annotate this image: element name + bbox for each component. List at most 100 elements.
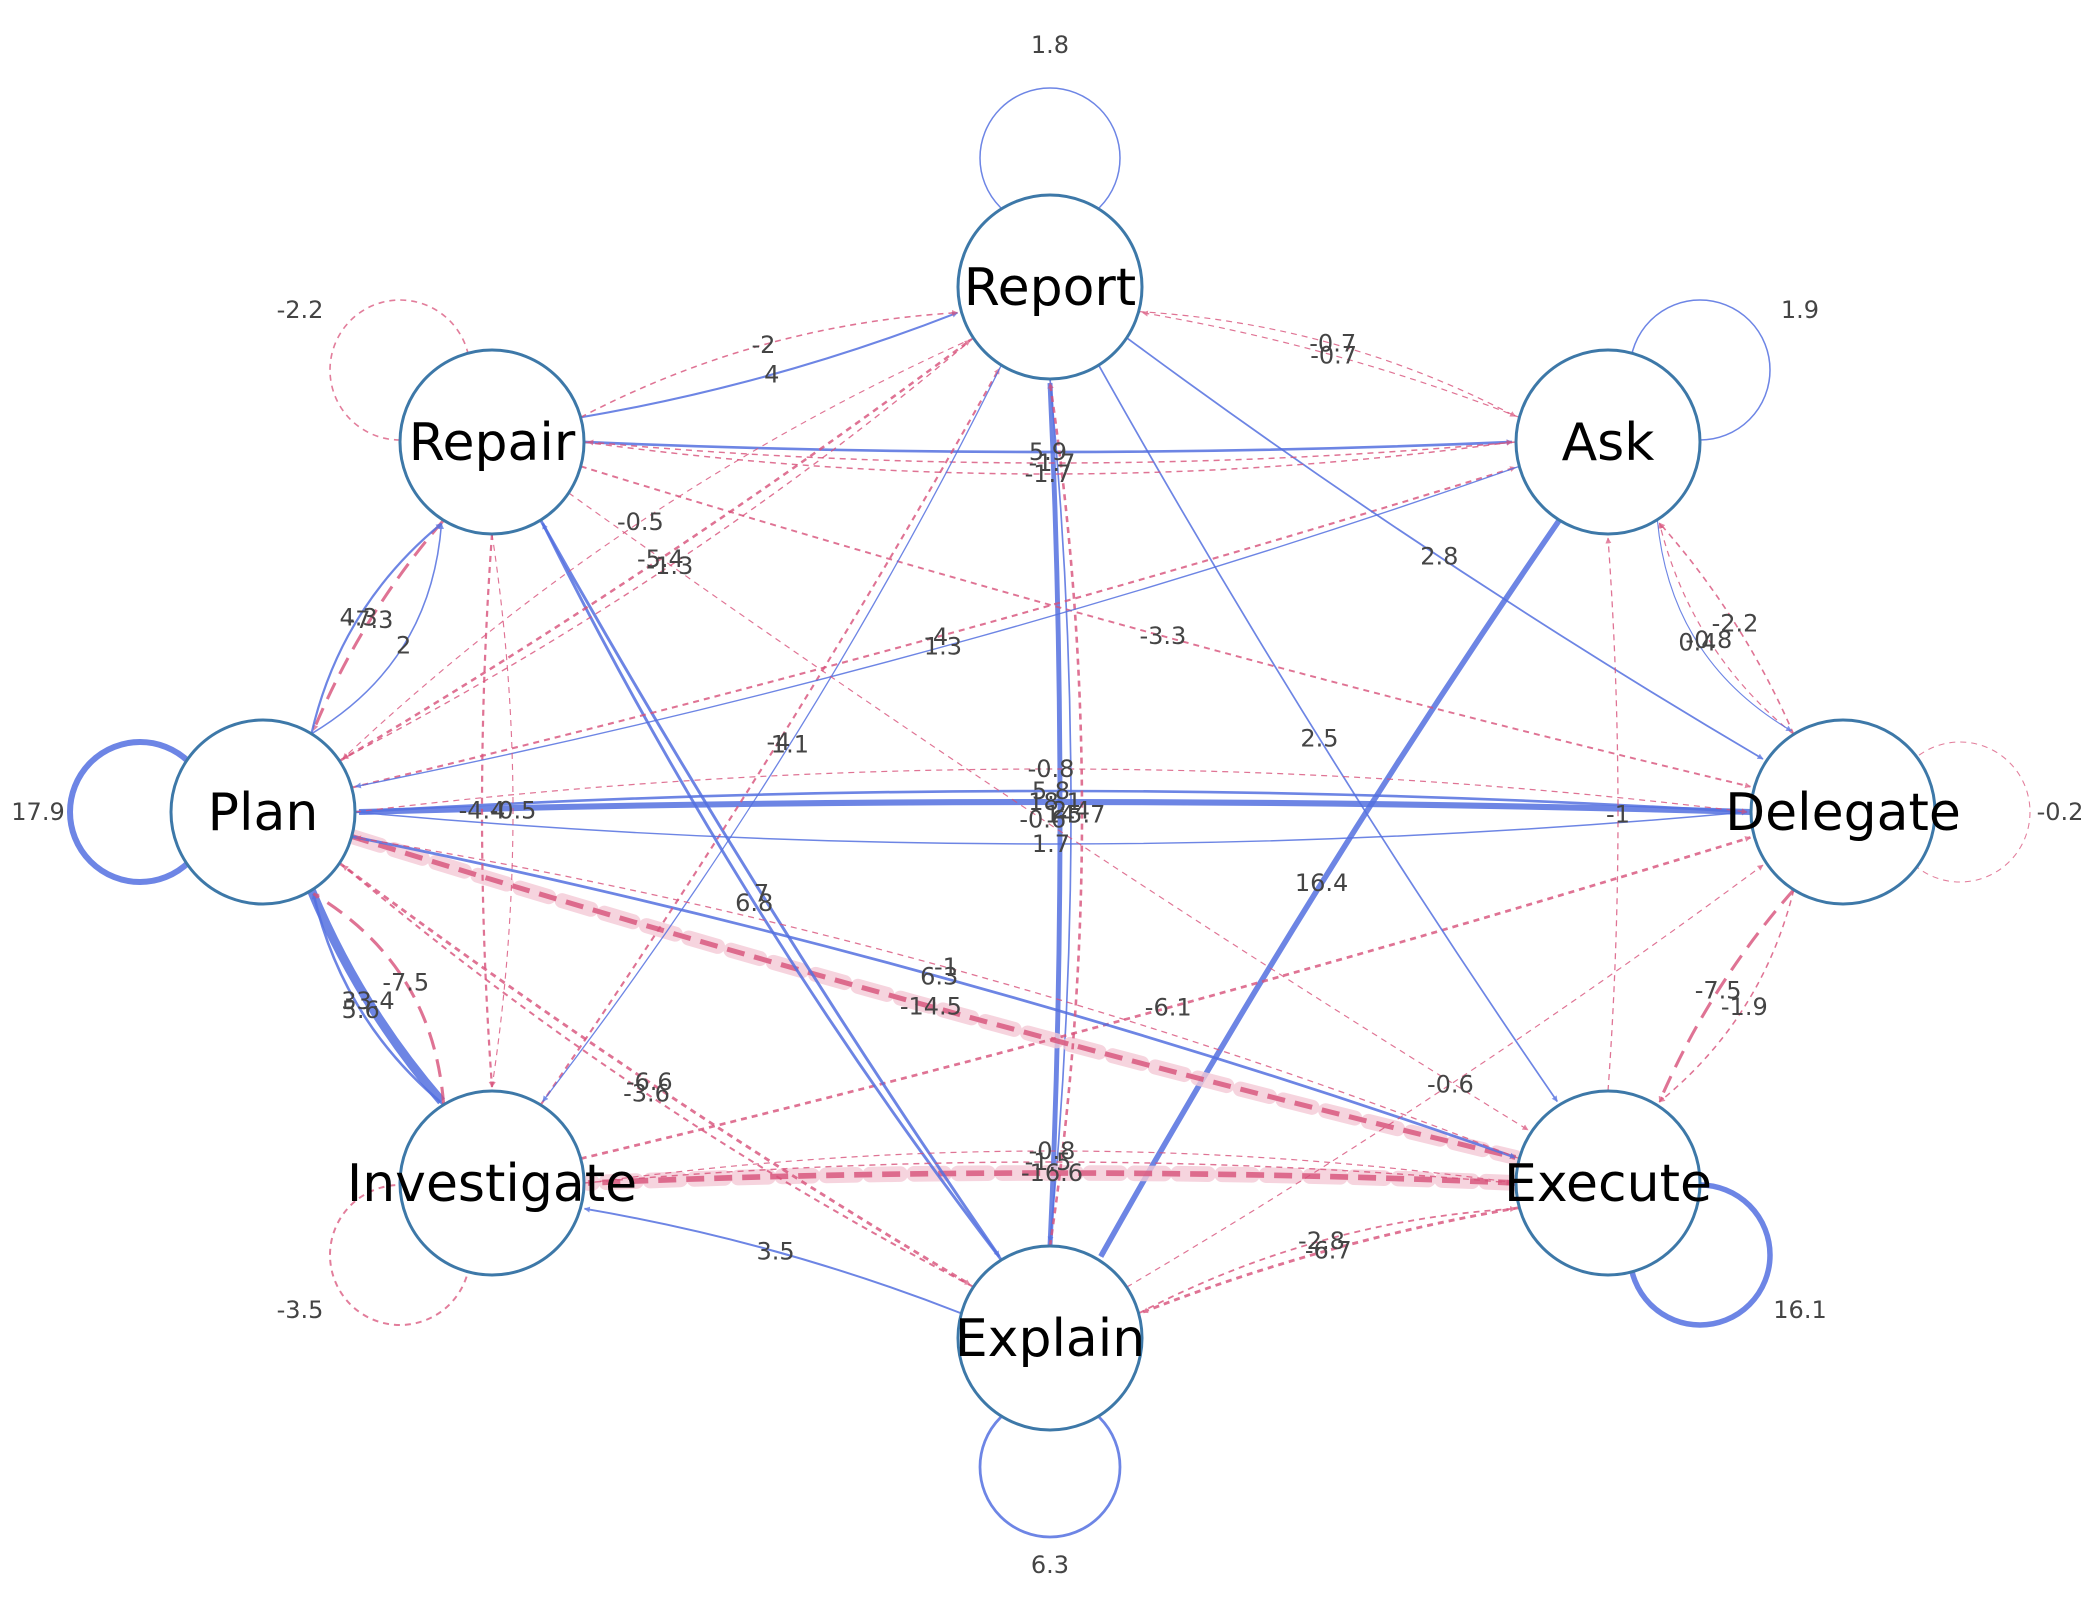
edge-repair-to-report	[580, 310, 959, 419]
edge-report-to-plan	[342, 337, 974, 760]
edge-value-label: 2.5	[1300, 725, 1338, 753]
edge-delegate-to-ask	[1658, 522, 1795, 735]
self-loop-value-label: 16.1	[1773, 1296, 1826, 1324]
edge-repair-to-investigate	[489, 533, 514, 1088]
edge-execute-to-ask	[1605, 537, 1619, 1092]
edge-execute-to-investigate	[587, 1170, 1517, 1186]
edge-execute-to-plan	[354, 835, 1520, 1160]
edge-delegate-to-execute	[1657, 888, 1795, 1103]
node-circle	[169, 718, 357, 906]
edge-value-label: -4.4	[459, 797, 506, 825]
edge-value-label: -16.6	[1021, 1159, 1083, 1187]
node-circle	[956, 1244, 1144, 1432]
node-label: Execute	[1504, 1154, 1712, 1214]
edge-value-label: -0.8	[1028, 755, 1075, 783]
node-label: Report	[964, 258, 1136, 318]
self-loop-value-label: -3.5	[277, 1296, 324, 1324]
edge-explain-to-repair	[541, 522, 1003, 1261]
edge-value-label: 2.8	[1420, 543, 1458, 571]
node-report: Report	[956, 193, 1144, 381]
edge-investigate-to-execute	[583, 1161, 1513, 1186]
edge-explain-to-report	[1047, 382, 1063, 1247]
edge-execute-to-investigate	[587, 1150, 1517, 1186]
node-circle	[398, 348, 586, 536]
self-loop-value-label: 1.9	[1781, 296, 1819, 324]
edge-investigate-to-plan	[311, 893, 445, 1106]
edge-repair-to-report	[580, 311, 959, 419]
edge-value-label: 1.7	[1032, 830, 1070, 858]
edge-value-label: -1	[1606, 801, 1630, 829]
edge-value-label: -0.6	[1019, 806, 1066, 834]
edge-ask-to-plan	[354, 465, 1520, 789]
edge-plan-to-execute	[350, 834, 1517, 1160]
self-loop-value-label: -0.2	[2037, 798, 2084, 826]
edge-value-label: -2.2	[1712, 609, 1759, 637]
edge-value-label: 1.3	[924, 633, 962, 661]
nodes-layer: ReportAskDelegateExecuteExplainInvestiga…	[169, 193, 1961, 1432]
edge-plan-to-execute	[351, 835, 1517, 1159]
edge-value-label: -1.5	[1025, 1148, 1072, 1176]
edge-value-label: 3.5	[757, 1237, 795, 1265]
edge-investigate-to-delegate	[580, 836, 1752, 1160]
edge-value-label: 5.9	[1029, 438, 1067, 466]
node-circle	[398, 1089, 586, 1277]
node-circle	[1514, 1089, 1702, 1277]
edge-value-label: 6.8	[735, 889, 773, 917]
edge-value-label: -7.5	[1695, 976, 1742, 1004]
edge-repair-to-delegate	[580, 465, 1751, 789]
self-loop-value-label: 1.8	[1031, 31, 1069, 59]
edge-value-label: -3.6	[623, 1080, 670, 1108]
edge-ask-to-explain	[1098, 518, 1562, 1258]
edge-explain-to-plan	[342, 864, 974, 1288]
edge-value-label: -0.6	[1427, 1070, 1474, 1098]
edge-value-label: 7	[754, 880, 769, 908]
node-plan: Plan	[169, 718, 357, 906]
edge-repair-to-plan	[312, 519, 445, 731]
edge-value-label: -0.8	[1685, 626, 1732, 654]
edge-ask-to-delegate	[1656, 519, 1793, 732]
edge-value-label: -7.3	[347, 606, 394, 634]
edge-repair-to-execute	[568, 492, 1529, 1131]
edge-plan-to-ask	[351, 466, 1517, 789]
node-repair: Repair	[398, 348, 586, 536]
edge-value-label: 4.3	[340, 604, 378, 632]
edge-value-label: 2.4	[1052, 797, 1090, 825]
edge-value-label: -2	[751, 331, 775, 359]
node-label: Investigate	[347, 1154, 637, 1214]
edge-value-label: 6.3	[920, 963, 958, 991]
edge-value-label: 4	[764, 361, 779, 389]
edge-ask-to-repair	[587, 439, 1517, 464]
node-ask: Ask	[1514, 348, 1702, 536]
edge-plan-to-repair	[310, 522, 443, 735]
edge-repair-to-ask	[583, 439, 1513, 454]
edge-value-label: -5.4	[637, 545, 684, 573]
edge-value-label: -5.7	[1059, 801, 1106, 829]
edge-plan-to-investigate	[307, 888, 445, 1105]
node-investigate: Investigate	[347, 1089, 637, 1277]
edge-value-label: -1.7	[1025, 460, 1072, 488]
node-label: Explain	[955, 1309, 1145, 1369]
edge-value-label: 16.4	[1295, 869, 1348, 897]
edge-report-to-ask	[1138, 311, 1517, 417]
edge-investigate-to-report	[539, 367, 1001, 1106]
edge-value-label: -14.5	[900, 993, 962, 1021]
edge-value-label: -6.6	[626, 1068, 673, 1096]
edge-value-label: -4	[924, 623, 948, 651]
edge-value-label: -7.5	[382, 968, 429, 996]
edge-delegate-to-plan	[358, 798, 1752, 816]
edge-labels-layer: 33.45.618.15.816.4142.4-16.6-14.5-6.176.…	[11, 31, 2083, 1579]
edge-value-label: 14	[1045, 801, 1076, 829]
self-loop-value-label: 6.3	[1031, 1551, 1069, 1579]
edge-value-label: -0.8	[1029, 1137, 1076, 1165]
edge-value-label: -0.7	[1309, 330, 1356, 358]
edge-report-to-investigate	[542, 364, 1002, 1102]
edge-value-label: 5.8	[1032, 777, 1070, 805]
edge-report-to-explain	[1047, 378, 1072, 1243]
edge-value-label: -1	[934, 953, 958, 981]
edge-delegate-to-execute	[1658, 889, 1795, 1103]
edge-repair-to-ask	[583, 439, 1513, 475]
edge-value-label: -0.5	[617, 508, 664, 536]
edge-value-label: -1.3	[646, 552, 693, 580]
edge-value-label: 33.4	[341, 987, 394, 1015]
